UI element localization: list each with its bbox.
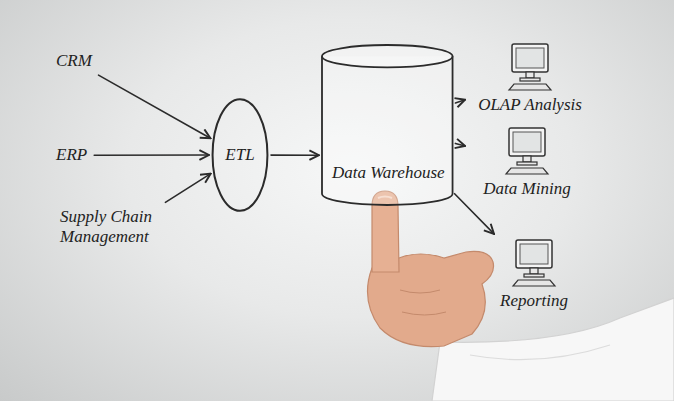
flow-arrow (99, 75, 211, 138)
monitor-screen (513, 132, 541, 152)
cylinder-node: Data Warehouse (322, 45, 453, 205)
output-node: OLAP Analysis (468, 40, 592, 117)
monitor-stand (526, 72, 534, 78)
keyboard (509, 84, 551, 90)
monitor-base (524, 274, 544, 277)
node-label: CRM (56, 51, 92, 71)
ellipse-node: ETL (212, 98, 268, 212)
monitor-screen (520, 244, 548, 264)
flow-arrow (455, 194, 494, 234)
node-label: Supply Chain Management (60, 207, 192, 248)
source-node: Supply Chain Management (56, 204, 196, 251)
node-label: Data Mining (472, 179, 582, 199)
flow-arrow (165, 174, 210, 203)
monitor-stand (530, 268, 538, 274)
flow-arrow (455, 100, 465, 103)
flow-arrow (94, 154, 209, 156)
computer-icon (504, 126, 550, 176)
monitor-frame (516, 240, 552, 268)
output-node: Reporting (478, 236, 590, 313)
cylinder-top (322, 45, 453, 67)
node-label: Data Warehouse (332, 163, 445, 183)
cylinder-body (322, 56, 453, 205)
keyboard (513, 280, 555, 286)
monitor-frame (512, 44, 548, 72)
knuckle-lines (400, 290, 446, 315)
flow-arrow (455, 143, 465, 146)
monitor-base (520, 78, 540, 81)
monitor-screen (516, 48, 544, 68)
monitor-base (517, 162, 537, 165)
monitor-frame (509, 128, 545, 156)
computer-icon (511, 238, 557, 288)
output-node: Data Mining (468, 124, 586, 201)
monitor-stand (523, 156, 531, 162)
keyboard (506, 168, 548, 174)
node-label: ERP (56, 145, 87, 165)
node-label: OLAP Analysis (472, 95, 588, 115)
sleeve-fold (470, 345, 610, 360)
source-node: ERP (52, 142, 91, 168)
source-node: CRM (52, 48, 96, 74)
flow-arrow (271, 154, 319, 156)
etl-ellipse (213, 99, 268, 211)
computer-icon (507, 42, 553, 92)
node-label: Reporting (482, 291, 586, 311)
node-label: ETL (225, 145, 254, 165)
